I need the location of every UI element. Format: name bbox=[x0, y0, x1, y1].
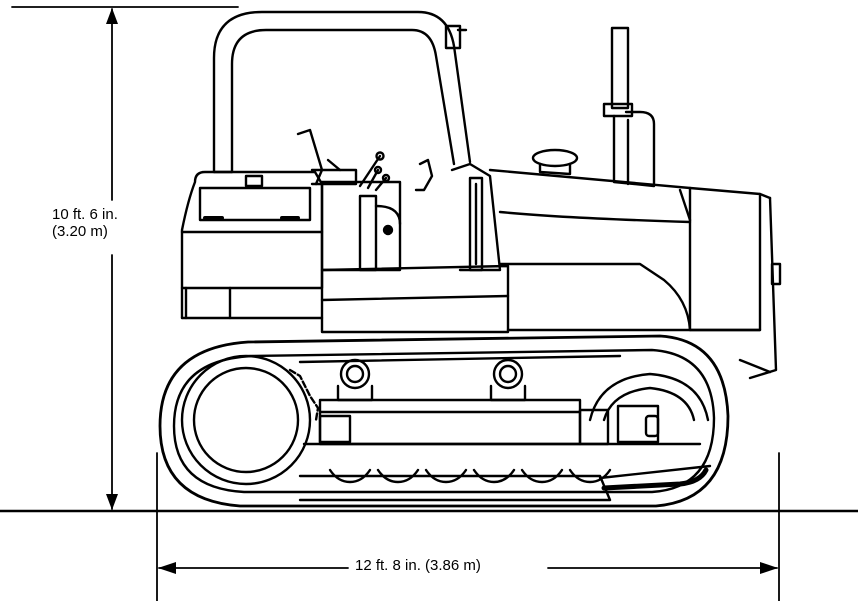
crawler-track bbox=[158, 334, 730, 508]
height-metric-text: (3.20 m) bbox=[52, 223, 108, 240]
drive-sprocket bbox=[180, 354, 320, 486]
front-idler bbox=[588, 372, 710, 422]
height-imperial-text: 10 ft. 6 in. bbox=[52, 206, 118, 223]
carrier-rollers bbox=[336, 358, 527, 402]
track-rollers bbox=[328, 468, 612, 484]
track-roller-frame bbox=[302, 398, 702, 446]
control-levers bbox=[320, 151, 434, 272]
operator-seat bbox=[296, 128, 358, 186]
length-dimension-line bbox=[156, 452, 780, 602]
dash-panel bbox=[450, 162, 502, 272]
rops-canopy bbox=[212, 10, 472, 174]
height-dimension-line bbox=[11, 6, 239, 510]
air-cleaner-cap bbox=[531, 148, 579, 176]
engine-hood bbox=[488, 168, 782, 380]
rear-fuel-tank bbox=[180, 170, 324, 320]
main-frame bbox=[180, 264, 772, 374]
exhaust-stack bbox=[602, 26, 656, 188]
height-dimension-label: 10 ft. 6 in. (3.20 m) bbox=[52, 206, 172, 240]
track-grousers bbox=[601, 467, 709, 491]
length-dimension-label: 12 ft. 8 in. (3.86 m) bbox=[351, 557, 485, 574]
